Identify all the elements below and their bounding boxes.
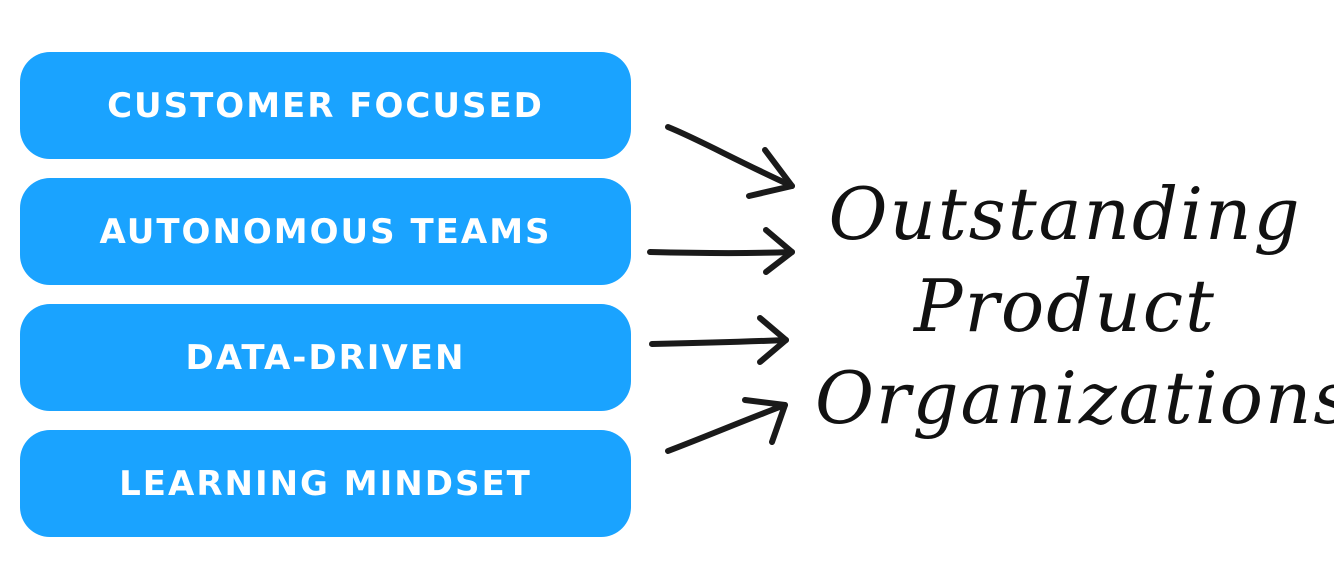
pill-label: CUSTOMER FOCUSED xyxy=(107,85,544,126)
arrow-icon xyxy=(647,227,795,275)
outcome-line-2: Product xyxy=(914,264,1216,348)
outcome-line-3: Organizations xyxy=(815,356,1334,440)
pill-customer-focused: CUSTOMER FOCUSED xyxy=(20,52,631,159)
pill-label: AUTONOMOUS TEAMS xyxy=(99,211,552,252)
pill-learning-mindset: LEARNING MINDSET xyxy=(20,430,631,537)
pill-label: DATA-DRIVEN xyxy=(185,337,466,378)
arrow-icon xyxy=(665,397,788,454)
pill-autonomous-teams: AUTONOMOUS TEAMS xyxy=(20,178,631,285)
outcome-title: Outstanding Product Organizations xyxy=(815,168,1334,444)
outcome-line-1: Outstanding xyxy=(828,172,1302,256)
arrow-icon xyxy=(649,315,789,365)
arrow-icon xyxy=(665,124,795,199)
pill-data-driven: DATA-DRIVEN xyxy=(20,304,631,411)
pill-label: LEARNING MINDSET xyxy=(119,463,532,504)
